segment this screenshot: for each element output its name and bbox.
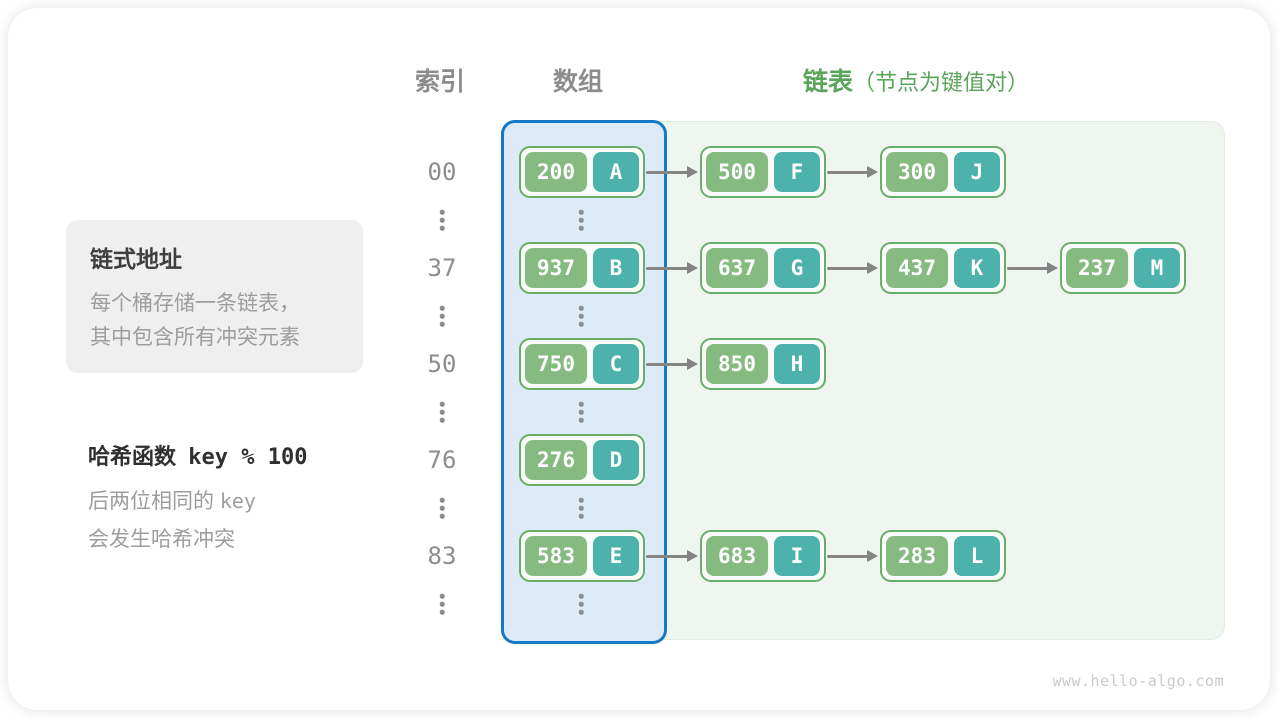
index-ellipsis-icon (439, 497, 445, 519)
node-key: 583 (525, 536, 587, 576)
arrow-head-icon (867, 549, 878, 562)
hash-note-line1: 后两位相同的 key (88, 489, 256, 513)
node-key: 300 (886, 152, 948, 192)
node-value: F (774, 152, 820, 192)
hash-function-title: 哈希函数 key % 100 (88, 444, 308, 470)
node-key: 237 (1066, 248, 1128, 288)
node-value: M (1134, 248, 1180, 288)
index-column-header: 索引 (414, 68, 466, 96)
node-key: 276 (525, 440, 587, 480)
arrow-head-icon (687, 357, 698, 370)
index-ellipsis-icon (439, 209, 445, 231)
array-column-header: 数组 (552, 68, 604, 96)
array-ellipsis-icon (578, 497, 584, 519)
next-pointer-arrow (827, 549, 878, 562)
node-key: 937 (525, 248, 587, 288)
figure-card: 索引 数组 链表（节点为键值对） 链式地址 每个桶存储一条链表， 其中包含所有冲… (8, 8, 1270, 710)
node-value: H (774, 344, 820, 384)
array-ellipsis-icon (578, 401, 584, 423)
hash-function-info: 哈希函数 key % 100 后两位相同的 key 会发生哈希冲突 (88, 439, 307, 559)
array-ellipsis-icon (578, 209, 584, 231)
arrow-head-icon (687, 549, 698, 562)
node-key: 850 (706, 344, 768, 384)
array-ellipsis-icon (578, 593, 584, 615)
node-key: 200 (525, 152, 587, 192)
node-value: G (774, 248, 820, 288)
index-ellipsis-icon (439, 401, 445, 423)
index-ellipsis-icon (439, 593, 445, 615)
next-pointer-arrow (1007, 261, 1058, 274)
node-key: 283 (886, 536, 948, 576)
node-value: C (593, 344, 639, 384)
list-header-note: （节点为键值对） (853, 70, 1030, 95)
node-key: 750 (525, 344, 587, 384)
list-column-header: 链表（节点为键值对） (803, 62, 1029, 98)
info-box-line1: 每个桶存储一条链表， (90, 292, 300, 315)
watermark: www.hello-algo.com (1052, 672, 1224, 690)
arrow-head-icon (867, 261, 878, 274)
info-box-line2: 其中包含所有冲突元素 (90, 326, 300, 349)
next-pointer-arrow (646, 261, 698, 274)
bucket-index-label: 37 (427, 254, 457, 282)
arrow-head-icon (867, 165, 878, 178)
list-header-label: 链表 (803, 68, 854, 96)
node-key: 683 (706, 536, 768, 576)
node-value: L (954, 536, 1000, 576)
arrow-head-icon (687, 165, 698, 178)
next-pointer-arrow (646, 549, 698, 562)
node-key: 637 (706, 248, 768, 288)
arrow-head-icon (1047, 261, 1058, 274)
node-value: I (774, 536, 820, 576)
node-value: B (593, 248, 639, 288)
bucket-index-label: 50 (427, 350, 457, 378)
bucket-index-label: 83 (427, 542, 457, 570)
bucket-index-label: 76 (427, 446, 457, 474)
chaining-info-box: 链式地址 每个桶存储一条链表， 其中包含所有冲突元素 (66, 220, 363, 373)
next-pointer-arrow (827, 261, 878, 274)
bucket-index-label: 00 (427, 158, 457, 186)
index-ellipsis-icon (439, 305, 445, 327)
hash-note-line2: 会发生哈希冲突 (88, 528, 235, 551)
node-value: D (593, 440, 639, 480)
arrow-head-icon (687, 261, 698, 274)
node-key: 500 (706, 152, 768, 192)
info-box-title: 链式地址 (90, 246, 182, 272)
node-value: J (954, 152, 1000, 192)
next-pointer-arrow (646, 357, 698, 370)
next-pointer-arrow (646, 165, 698, 178)
node-value: E (593, 536, 639, 576)
node-value: K (954, 248, 1000, 288)
array-ellipsis-icon (578, 305, 584, 327)
node-key: 437 (886, 248, 948, 288)
next-pointer-arrow (827, 165, 878, 178)
hash-function-formula: key % 100 (188, 445, 308, 470)
node-value: A (593, 152, 639, 192)
